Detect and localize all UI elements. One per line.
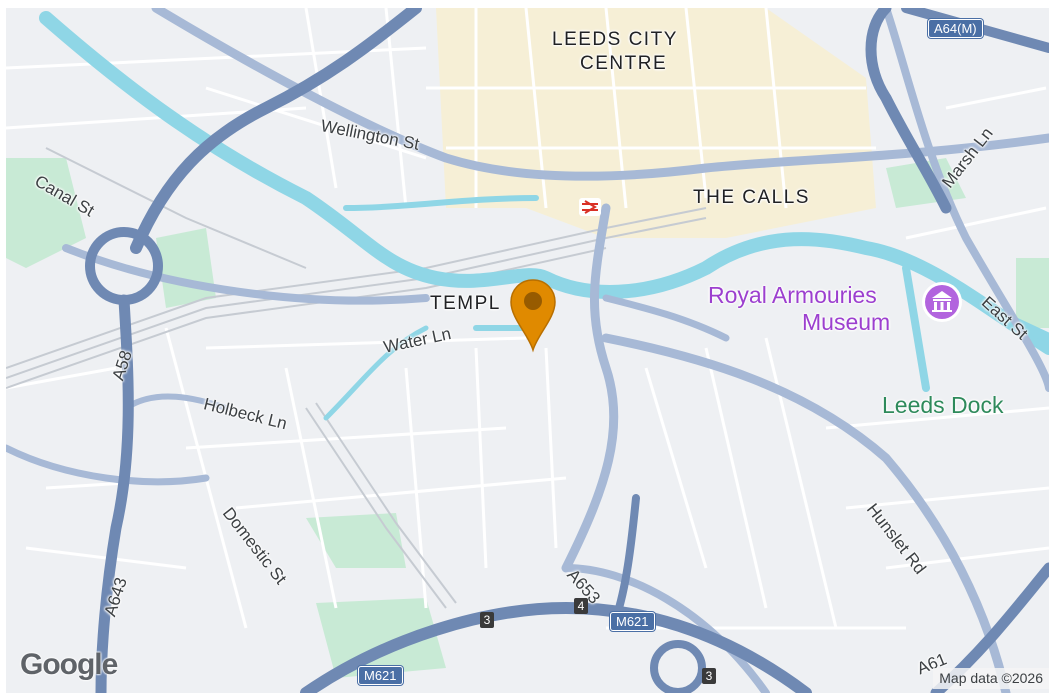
poi-label-royal-armouries[interactable]: Royal Armouries [708,282,877,308]
area-label-temple: TEMPL [430,293,501,314]
park-area [6,158,86,268]
junction-marker: 3 [702,668,716,684]
park-area [306,513,406,568]
city-centre-area [436,8,876,238]
area-label-leeds-city-centre: LEEDS CITY [552,29,678,50]
junction-marker: 3 [480,612,494,628]
park-area [316,598,446,678]
map-pin-icon[interactable] [508,278,558,354]
park-area [1016,258,1049,328]
area-label-the-calls: THE CALLS [693,187,810,208]
road-shield-m621: M621 [358,666,403,685]
river-aire [39,11,1049,421]
map-canvas[interactable]: LEEDS CITY CENTRE THE CALLS TEMPL Wellin… [6,8,1049,693]
map-attribution[interactable]: Map data ©2026 [933,668,1049,689]
map-base-layer [6,8,1049,693]
junction-marker: 4 [574,598,588,614]
road-shield-m621: M621 [610,612,655,631]
museum-icon[interactable] [920,280,964,324]
railway-station-icon[interactable] [579,198,601,216]
area-label-leeds-city-centre: CENTRE [580,53,668,74]
road-shield-a64m: A64(M) [928,19,983,38]
park-area [156,228,216,308]
primary-roads [6,8,1049,693]
poi-label-leeds-dock[interactable]: Leeds Dock [882,392,1004,418]
poi-label-royal-armouries[interactable]: Museum [802,309,891,335]
google-logo[interactable]: Google [20,648,118,681]
